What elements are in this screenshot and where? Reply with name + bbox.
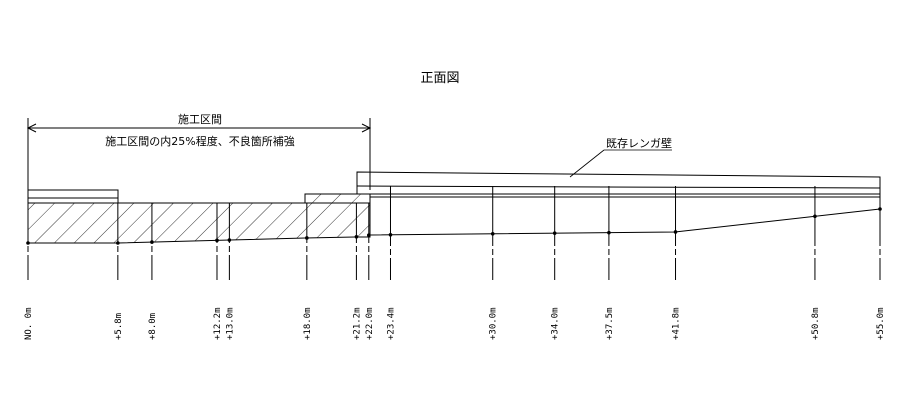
drawing-title: 正面図 [420, 71, 459, 86]
station-point [878, 207, 882, 211]
station-label: +12.2m [213, 307, 223, 340]
station-point [26, 241, 30, 245]
station-point [552, 231, 557, 235]
station-point [813, 214, 817, 219]
construction-interval-label: 施工区間 [178, 113, 222, 126]
station-point [150, 240, 154, 244]
station-markers: NO. 0m +5.8m +8.0m +12.2m+13.0m +18.0m +21.2m… [24, 186, 886, 340]
station-point [116, 241, 120, 245]
construction-interval-dimension [26, 118, 372, 190]
existing-wall-leader [569, 149, 672, 178]
station-label: NO. 0m [24, 307, 34, 340]
station-point [354, 235, 359, 239]
station-label: +30.0m [489, 307, 499, 340]
station-point [227, 238, 232, 242]
station-label: +23.4m [386, 307, 396, 340]
station-label: +55.0m [876, 307, 886, 340]
station-label: +21.2m [352, 307, 362, 340]
station-label: +41.8m [672, 307, 682, 340]
station-point [388, 232, 393, 237]
station-point [607, 230, 611, 235]
station-point [490, 231, 495, 236]
station-label: +34.0m [551, 307, 561, 340]
station-label: +22.0m [365, 307, 375, 340]
station-point [673, 230, 678, 234]
station-label: +18.0m [303, 307, 313, 340]
existing-wall-label: 既存レンガ壁 [606, 136, 672, 150]
station-point [305, 236, 309, 240]
station-label: +5.8m [114, 313, 124, 340]
station-point [367, 233, 371, 237]
station-label: +50.8m [811, 307, 821, 340]
reinforcement-note: 施工区間の内25%程度、不良箇所補強 [105, 134, 294, 148]
station-point [215, 238, 219, 243]
station-label: +37.5m [605, 307, 615, 340]
station-label: +8.0m [148, 313, 158, 340]
hatched-section [27, 193, 371, 244]
station-label: +13.0m [225, 307, 235, 340]
